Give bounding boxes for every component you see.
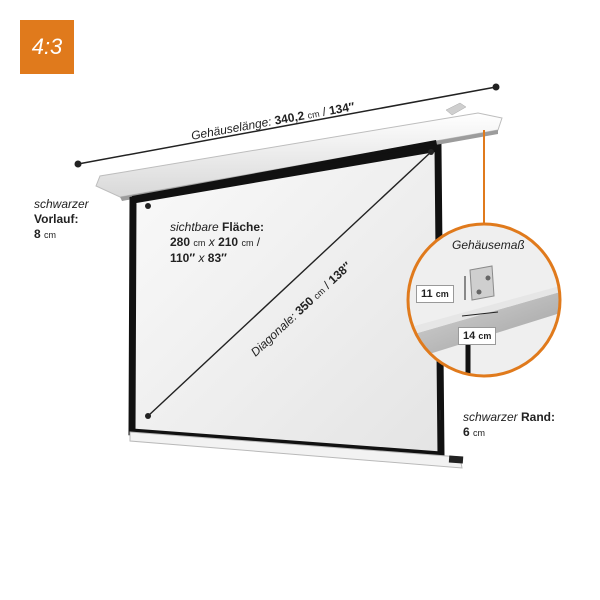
diagonal-dimension-line [147,151,432,417]
visible-area-label: sichtbare Fläche: 280 cm x 210 cm / 110″… [170,220,265,265]
screen-bottom-bar [129,431,463,469]
housing-depth-tag: 14 cm [458,327,497,345]
black-lead-label: schwarzer Vorlauf: 8 cm [34,197,89,241]
housing-length-dimension-line [77,86,497,165]
black-border-label: schwarzer Rand: 6 cm [463,410,556,439]
housing-height-tag: 11 cm [416,285,454,303]
housing-dims-title: Gehäusemaß [452,238,525,252]
aspect-ratio-badge: 4:3 [20,20,74,74]
screen-surface [128,143,445,459]
